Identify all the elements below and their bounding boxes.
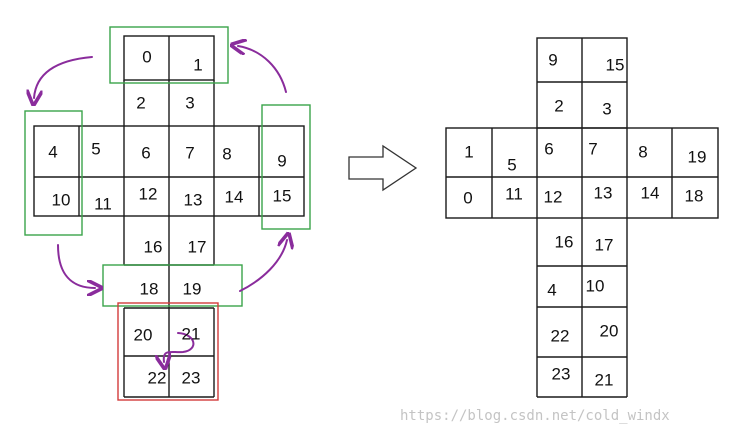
- left-label: 18: [140, 279, 159, 298]
- left-label: 10: [52, 190, 71, 209]
- transform-arrow: [348, 144, 418, 192]
- right-label: 8: [638, 142, 647, 161]
- right-label: 10: [586, 276, 605, 295]
- right-label: 5: [507, 155, 516, 174]
- right-label: 12: [544, 187, 563, 206]
- arrow-left-to-bottom: [57, 244, 95, 288]
- left-label: 21: [182, 324, 201, 343]
- left-label: 0: [142, 47, 151, 66]
- left-label: 23: [182, 368, 201, 387]
- left-label: 1: [193, 55, 202, 74]
- arrow-top-to-left: [34, 56, 93, 98]
- right-label: 4: [547, 280, 556, 299]
- left-net-labels: 0 1 2 3 4 5 6 7 8 9 10 11 12 13 14 15 16…: [48, 47, 291, 387]
- left-label: 11: [94, 194, 112, 213]
- right-label: 7: [588, 139, 597, 158]
- rotation-arrows: [34, 46, 287, 362]
- arrow-right-to-top: [238, 46, 287, 93]
- right-label: 21: [595, 370, 614, 389]
- right-label: 9: [548, 50, 557, 69]
- left-label: 20: [134, 325, 153, 344]
- left-label: 19: [183, 279, 202, 298]
- left-label: 13: [184, 190, 203, 209]
- right-label: 18: [685, 186, 704, 205]
- left-label: 17: [188, 237, 207, 256]
- right-label: 23: [552, 364, 571, 383]
- left-label: 12: [139, 184, 158, 203]
- right-label: 13: [594, 183, 613, 202]
- left-label: 16: [144, 237, 163, 256]
- right-label: 19: [688, 147, 707, 166]
- left-cube-net: [33, 35, 305, 398]
- left-label: 3: [185, 93, 194, 112]
- arrow-back-rotate: [164, 332, 195, 362]
- right-label: 17: [595, 235, 614, 254]
- right-cube-net: [445, 37, 719, 398]
- green-box-top: [109, 26, 229, 84]
- watermark-text: https://blog.csdn.net/cold_windx: [400, 408, 670, 424]
- left-label: 4: [48, 142, 57, 161]
- right-label: 22: [551, 326, 570, 345]
- left-label: 7: [185, 143, 194, 162]
- right-label: 14: [641, 183, 660, 202]
- left-label: 14: [225, 187, 244, 206]
- right-label: 1: [464, 142, 473, 161]
- red-box-back: [117, 302, 219, 401]
- right-net-labels: 9 15 2 3 1 5 6 7 8 19 0 11 12 13 14 18 1…: [463, 50, 706, 389]
- arrow-bottom-to-right: [239, 240, 287, 292]
- left-label: 2: [136, 93, 145, 112]
- left-label: 5: [91, 139, 100, 158]
- right-label: 16: [555, 232, 574, 251]
- right-label: 3: [602, 99, 611, 118]
- right-label: 15: [606, 55, 625, 74]
- left-label: 15: [273, 186, 292, 205]
- right-label: 6: [544, 139, 553, 158]
- green-box-bottom: [102, 264, 243, 307]
- right-label: 11: [505, 184, 523, 203]
- right-label: 20: [600, 321, 619, 340]
- left-label: 22: [148, 368, 167, 387]
- green-box-left: [24, 110, 83, 236]
- left-label: 8: [222, 144, 231, 163]
- highlight-boxes: [24, 26, 311, 401]
- right-label: 2: [554, 96, 563, 115]
- left-label: 6: [141, 143, 150, 162]
- right-label: 0: [463, 188, 472, 207]
- green-box-right: [261, 104, 311, 230]
- left-label: 9: [277, 151, 286, 170]
